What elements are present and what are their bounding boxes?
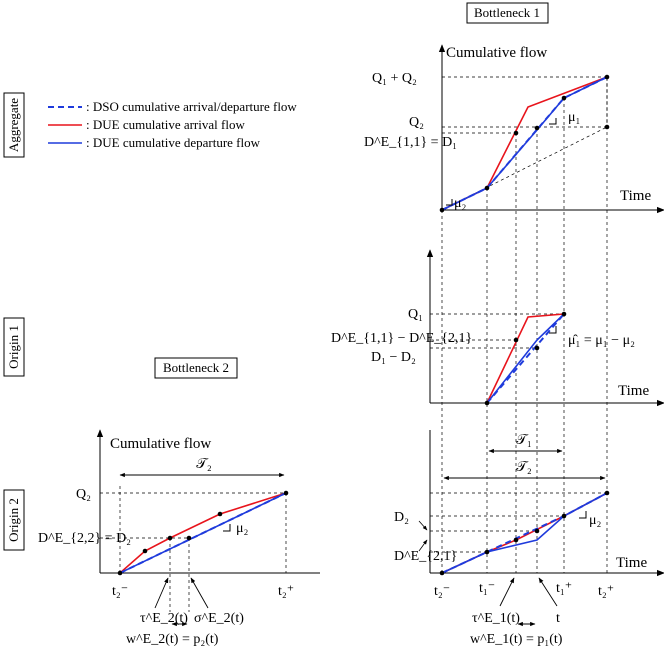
svg-text:τ^E_1(t): τ^E_1(t) <box>472 611 520 626</box>
origin1-box: Origin 1 <box>3 317 25 377</box>
aggregate-y-title: Cumulative flow <box>446 45 547 61</box>
o2-dso <box>441 492 608 574</box>
origin2-right-panel: Time D₂ D^E_{2,1} μ₂ t₂⁻ t₁⁻ t₁⁺ t₂⁺ τ^E… <box>394 430 664 647</box>
o2-due-departure <box>441 492 608 574</box>
origin1-x-title: Time <box>618 383 649 399</box>
svg-text:t₂⁻: t₂⁻ <box>434 584 450 599</box>
aggregate-box: Aggregate <box>3 92 25 158</box>
svg-text:D^E_{1,1} − D^E_{2,1}: D^E_{1,1} − D^E_{2,1} <box>331 331 472 346</box>
origin1-due-arrival <box>486 313 565 404</box>
legend-due-departure-label: : DUE cumulative departure flow <box>86 135 261 150</box>
svg-text:D₂: D₂ <box>394 510 409 525</box>
svg-text:𝒯₁: 𝒯₁ <box>516 433 532 448</box>
svg-text:𝒯₂: 𝒯₂ <box>516 460 532 475</box>
svg-text:μ₂: μ₂ <box>589 513 602 528</box>
bottleneck2-panel: Cumulative flow 𝒯₂ Q₂ D^E_{2,2} = D₂ μ₂ … <box>38 429 320 647</box>
svg-text:Origin 1: Origin 1 <box>6 325 21 369</box>
aggregate-dso <box>441 76 608 211</box>
legend-due-arrival-label: : DUE cumulative arrival flow <box>86 117 245 132</box>
time-spans-right: 𝒯₁ 𝒯₂ <box>443 433 606 481</box>
vertical-guides <box>169 78 608 612</box>
svg-text:Q₁ + Q₂: Q₁ + Q₂ <box>372 71 417 86</box>
svg-text:Aggregate: Aggregate <box>6 98 21 152</box>
svg-text:w^E_2(t) = p₂(t): w^E_2(t) = p₂(t) <box>126 632 219 647</box>
svg-text:D₁ − D₂: D₁ − D₂ <box>371 350 416 365</box>
svg-text:Bottleneck 1: Bottleneck 1 <box>474 5 540 20</box>
svg-text:μ₁: μ₁ <box>568 110 580 125</box>
svg-text:Q₁: Q₁ <box>408 307 423 322</box>
svg-text:𝒯₂: 𝒯₂ <box>196 457 212 472</box>
svg-text:D^E_{2,1}: D^E_{2,1} <box>394 549 457 564</box>
svg-text:t₂⁺: t₂⁺ <box>598 584 614 599</box>
svg-text:t₁⁻: t₁⁻ <box>479 581 495 596</box>
bottleneck2-box: Bottleneck 2 <box>154 357 238 379</box>
aggregate-panel: Cumulative flow Time Q₁ + Q₂ Q₂ D^E_{1,1… <box>364 44 664 214</box>
b2-y-title: Cumulative flow <box>110 436 211 452</box>
svg-text:w^E_1(t) = p₁(t): w^E_1(t) = p₁(t) <box>470 632 563 647</box>
svg-text:t₁⁺: t₁⁺ <box>556 581 572 596</box>
o2-x-title: Time <box>616 555 647 571</box>
svg-text:μ₂: μ₂ <box>454 196 467 211</box>
svg-text:μ̂₁ = μ₁ − μ₂: μ̂₁ = μ₁ − μ₂ <box>568 333 635 348</box>
svg-text:t: t <box>556 611 560 626</box>
aggregate-due-departure <box>441 76 608 211</box>
origin1-due-departure <box>486 313 565 404</box>
svg-text:t₂⁻: t₂⁻ <box>112 584 128 599</box>
b2-dso <box>119 492 287 574</box>
aggregate-x-title: Time <box>620 188 651 204</box>
bottleneck1-box: Bottleneck 1 <box>466 2 549 24</box>
svg-text:μ₂: μ₂ <box>236 521 249 536</box>
legend-dso-label: : DSO cumulative arrival/departure flow <box>86 99 297 114</box>
origin1-panel: Time Q₁ D^E_{1,1} − D^E_{2,1} D₁ − D₂ μ̂… <box>331 249 664 407</box>
svg-text:Q₂: Q₂ <box>409 115 424 130</box>
svg-text:Q₂: Q₂ <box>76 487 91 502</box>
svg-text:t₂⁺: t₂⁺ <box>278 584 294 599</box>
origin2-box: Origin 2 <box>3 489 25 551</box>
svg-text:Origin 2: Origin 2 <box>6 498 21 542</box>
svg-text:D^E_{2,2} = D₂: D^E_{2,2} = D₂ <box>38 531 131 546</box>
svg-text:Bottleneck 2: Bottleneck 2 <box>163 360 229 375</box>
svg-text:σ^E_2(t): σ^E_2(t) <box>194 611 244 626</box>
legend: : DSO cumulative arrival/departure flow … <box>48 99 297 150</box>
svg-text:D^E_{1,1} = D₁: D^E_{1,1} = D₁ <box>364 135 457 150</box>
